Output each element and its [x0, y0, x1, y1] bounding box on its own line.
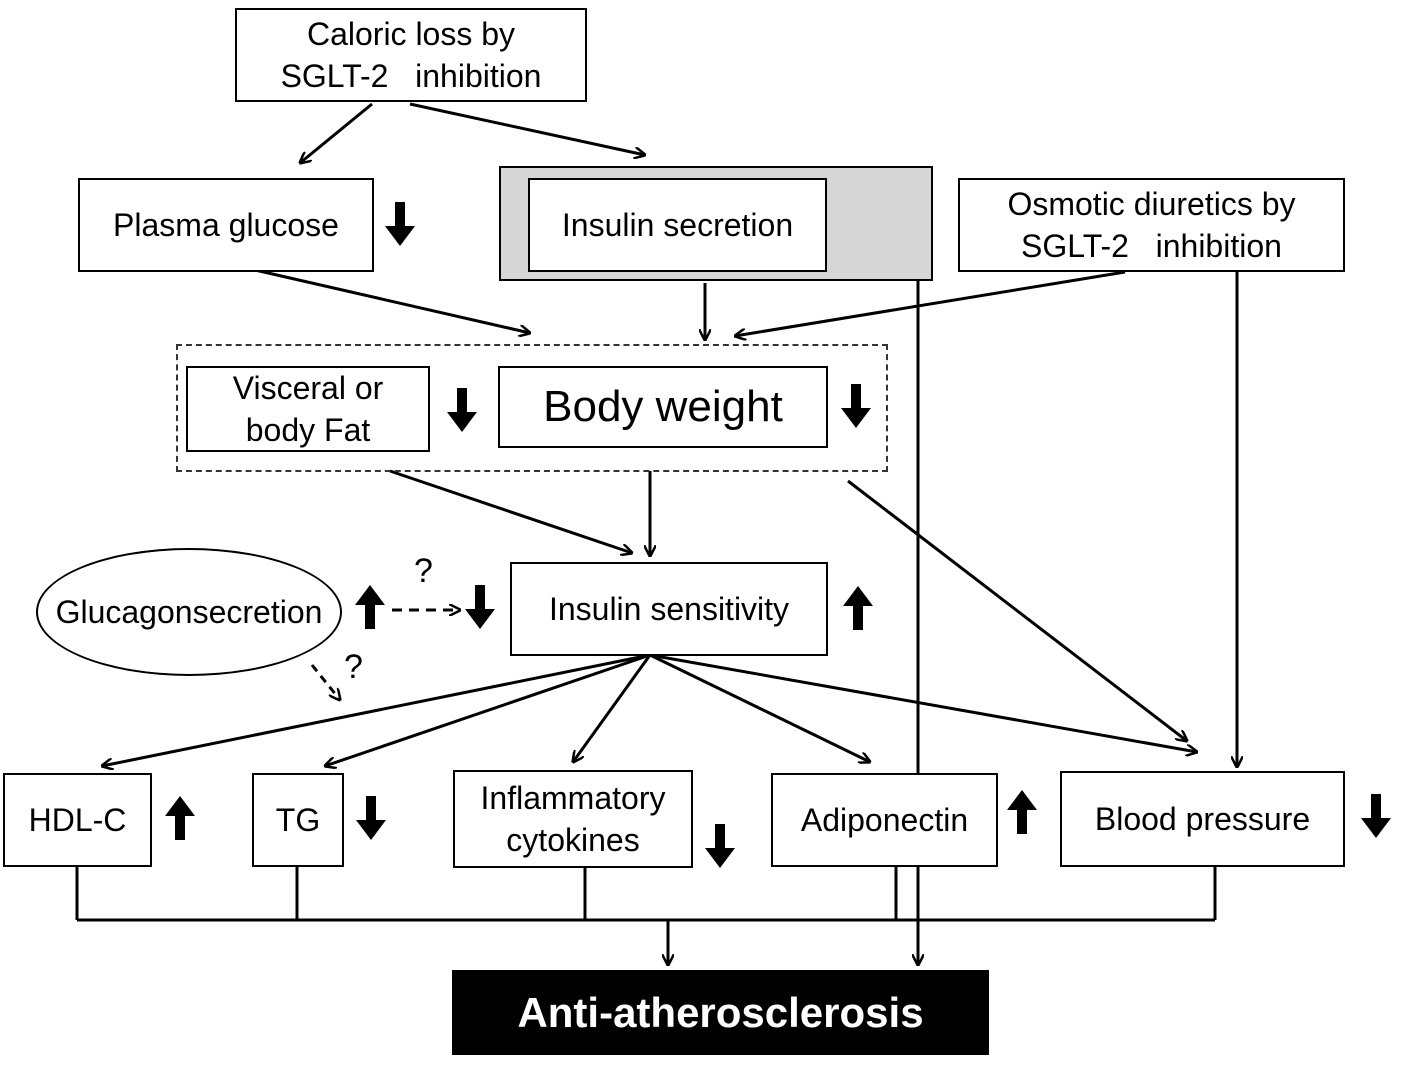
- insulin-sensitivity-arrow-up-icon: [843, 586, 873, 630]
- insulin-sensitivity-box: Insulin sensitivity: [510, 562, 828, 656]
- glucagon-secretion-line-1: Glucagon: [55, 594, 193, 630]
- adiponectin-box: Adiponectin: [771, 773, 998, 867]
- edge-caloric-to-glucose: [300, 102, 373, 163]
- edge-group-to-blood-pressure: [847, 479, 1187, 741]
- insulin-secretion-label: Insulin secretion: [561, 207, 794, 243]
- edge-sensitivity-to-blood-pressure: [649, 653, 1197, 752]
- anti-atherosclerosis-box: Anti-atherosclerosis: [452, 970, 989, 1055]
- edge-sensitivity-to-adiponectin: [649, 653, 870, 762]
- caloric-loss-line-2: SGLT-2 inhibition: [280, 58, 542, 94]
- plasma-glucose-box: Plasma glucose: [78, 178, 374, 272]
- body-weight-label: Body weight: [543, 382, 783, 431]
- inflammatory-cytokines-arrow-down-icon: [705, 824, 735, 868]
- osmotic-diuretics-line-2: SGLT-2 inhibition: [1021, 228, 1282, 264]
- tg-box: TG: [252, 773, 344, 867]
- visceral-fat-arrow-down-icon: [447, 388, 477, 432]
- question-mark-sensitivity: ?: [414, 552, 433, 590]
- plasma-glucose-arrow-down-icon: [385, 202, 415, 246]
- inflammatory-cytokines-box: Inflammatory cytokines: [453, 770, 693, 868]
- visceral-fat-line-1: Visceral or: [232, 370, 384, 406]
- blood-pressure-box: Blood pressure: [1060, 771, 1345, 867]
- insulin-secretion-box: Insulin secretion: [528, 178, 827, 272]
- body-weight-dashed-group: [176, 344, 888, 472]
- glucagon-secretion-line-2: secretion: [192, 594, 323, 630]
- adiponectin-arrow-up-icon: [1007, 790, 1037, 834]
- blood-pressure-label: Blood pressure: [1094, 801, 1311, 837]
- inflammatory-cytokines-line-2: cytokines: [506, 822, 640, 858]
- visceral-fat-line-2: body Fat: [245, 412, 371, 448]
- edge-sensitivity-to-hdl: [102, 653, 651, 766]
- edge-fat-to-insulin-sensitivity: [389, 469, 632, 553]
- glucagon-right-arrow-down-icon: [465, 585, 495, 629]
- caloric-loss-box: Caloric loss by SGLT-2 inhibition: [235, 8, 587, 102]
- hdl-c-arrow-up-icon: [165, 796, 195, 840]
- glucagon-secretion-ellipse: Glucagonsecretion: [36, 548, 342, 676]
- plasma-glucose-label: Plasma glucose: [113, 207, 339, 243]
- edge-glucagon-to-lipids-dashed: [310, 664, 340, 700]
- edge-osmotic-to-body-weight: [735, 270, 1126, 336]
- tg-arrow-down-icon: [356, 796, 386, 840]
- edge-caloric-to-insulin-secretion: [409, 102, 645, 155]
- blood-pressure-arrow-down-icon: [1361, 794, 1391, 838]
- body-weight-box: Body weight: [498, 366, 828, 448]
- osmotic-diuretics-box: Osmotic diuretics by SGLT-2 inhibition: [958, 178, 1345, 272]
- insulin-sensitivity-label: Insulin sensitivity: [548, 591, 790, 627]
- hdl-c-label: HDL-C: [28, 802, 127, 838]
- question-mark-lipids: ?: [344, 648, 363, 686]
- edge-glucose-to-body-weight: [254, 268, 530, 333]
- adiponectin-label: Adiponectin: [800, 802, 969, 838]
- hdl-c-box: HDL-C: [3, 773, 152, 867]
- edge-sensitivity-to-cytokines: [573, 654, 652, 762]
- tg-label: TG: [275, 802, 321, 838]
- glucagon-left-arrow-up-icon: [355, 585, 385, 629]
- caloric-loss-line-1: Caloric loss by: [306, 16, 516, 52]
- inflammatory-cytokines-line-1: Inflammatory: [480, 780, 666, 816]
- anti-atherosclerosis-label: Anti-atherosclerosis: [517, 988, 924, 1036]
- visceral-fat-box: Visceral or body Fat: [186, 366, 430, 452]
- edge-sensitivity-to-tg: [325, 653, 651, 766]
- osmotic-diuretics-line-1: Osmotic diuretics by: [1007, 186, 1296, 222]
- body-weight-arrow-down-icon: [841, 384, 871, 428]
